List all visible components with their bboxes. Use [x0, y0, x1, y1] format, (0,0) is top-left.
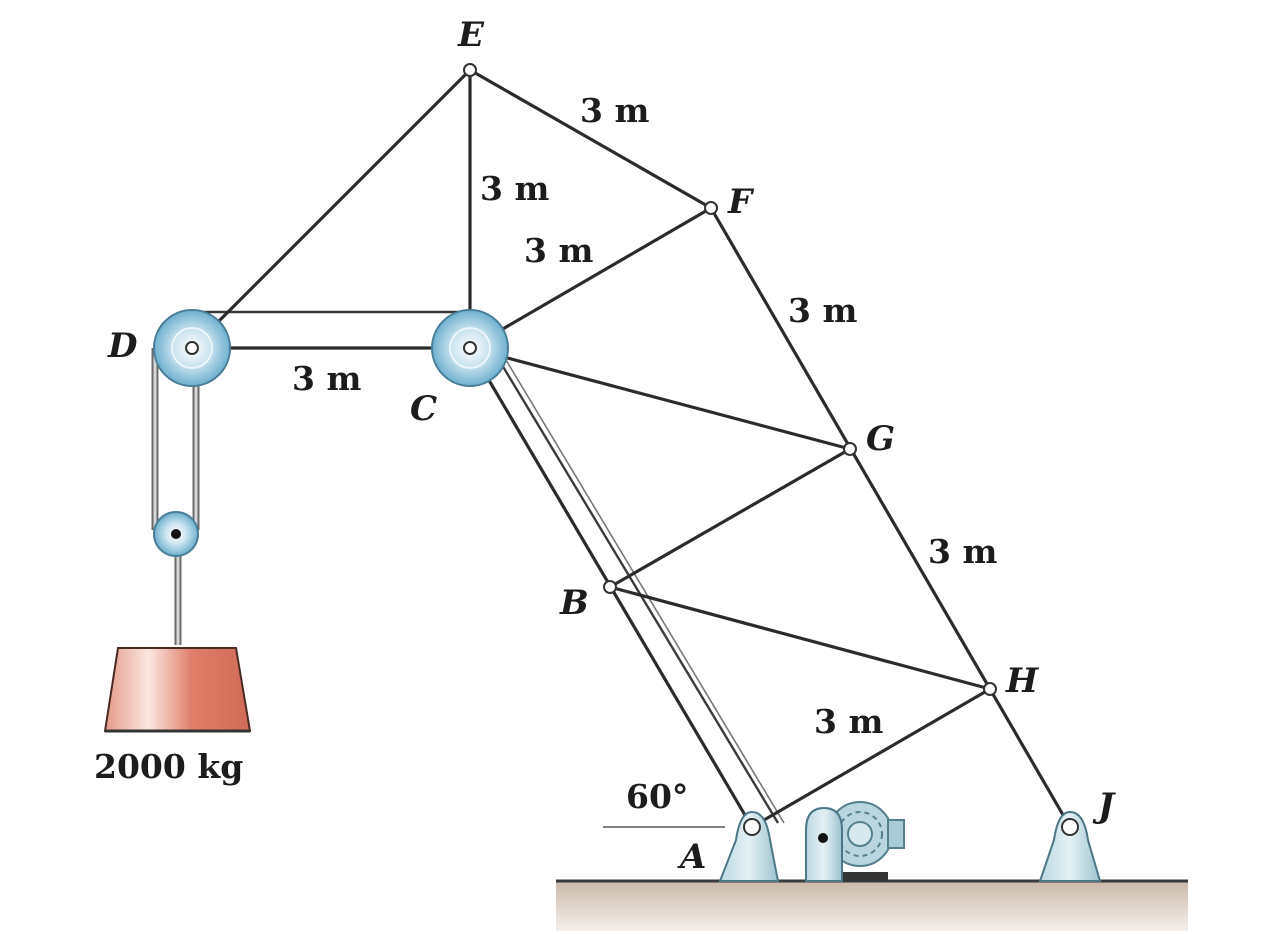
dim-FG: 3 m	[788, 291, 857, 330]
support-J	[1038, 810, 1102, 882]
ground	[556, 879, 1188, 931]
label-J: J	[1092, 786, 1116, 826]
truss-members	[190, 68, 1072, 829]
member-FJ	[709, 206, 1072, 829]
member-CG	[468, 346, 852, 451]
member-CF	[468, 206, 713, 350]
angle-label: 60°	[626, 777, 688, 816]
member-DE	[190, 68, 472, 350]
support-A	[718, 810, 780, 882]
winch-motor	[805, 801, 905, 882]
dimension-labels: 3 m 3 m 3 m 3 m 3 m 3 m 3 m 60° 2000 kg	[94, 91, 997, 816]
joint-C	[463, 341, 477, 355]
dim-AH: 3 m	[814, 702, 883, 741]
hoist-cable	[151, 310, 785, 824]
label-F: F	[727, 182, 755, 222]
joint-B	[603, 580, 617, 594]
mass-label: 2000 kg	[94, 747, 243, 786]
dim-EC: 3 m	[480, 169, 549, 208]
member-HA	[750, 687, 992, 829]
label-E: E	[457, 15, 485, 55]
joint-E	[463, 63, 477, 77]
weight-block	[103, 647, 252, 733]
dim-GH: 3 m	[928, 532, 997, 571]
label-B: B	[559, 583, 589, 623]
joint-H	[983, 682, 997, 696]
label-A: A	[677, 837, 706, 877]
label-H: H	[1005, 661, 1040, 701]
label-G: G	[866, 419, 895, 459]
member-EF	[468, 68, 713, 210]
label-C: C	[410, 389, 437, 429]
dim-EF: 3 m	[580, 91, 649, 130]
joint-labels: E F D C G B H A J	[107, 15, 1116, 877]
dim-DC: 3 m	[292, 359, 361, 398]
dim-CF: 3 m	[524, 231, 593, 270]
joint-G	[843, 442, 857, 456]
joint-F	[704, 201, 718, 215]
lower-pulley	[153, 511, 199, 557]
label-D: D	[107, 326, 138, 366]
member-GB	[608, 447, 852, 589]
joint-D	[185, 341, 199, 355]
member-BH	[608, 585, 992, 691]
joints	[185, 63, 997, 696]
